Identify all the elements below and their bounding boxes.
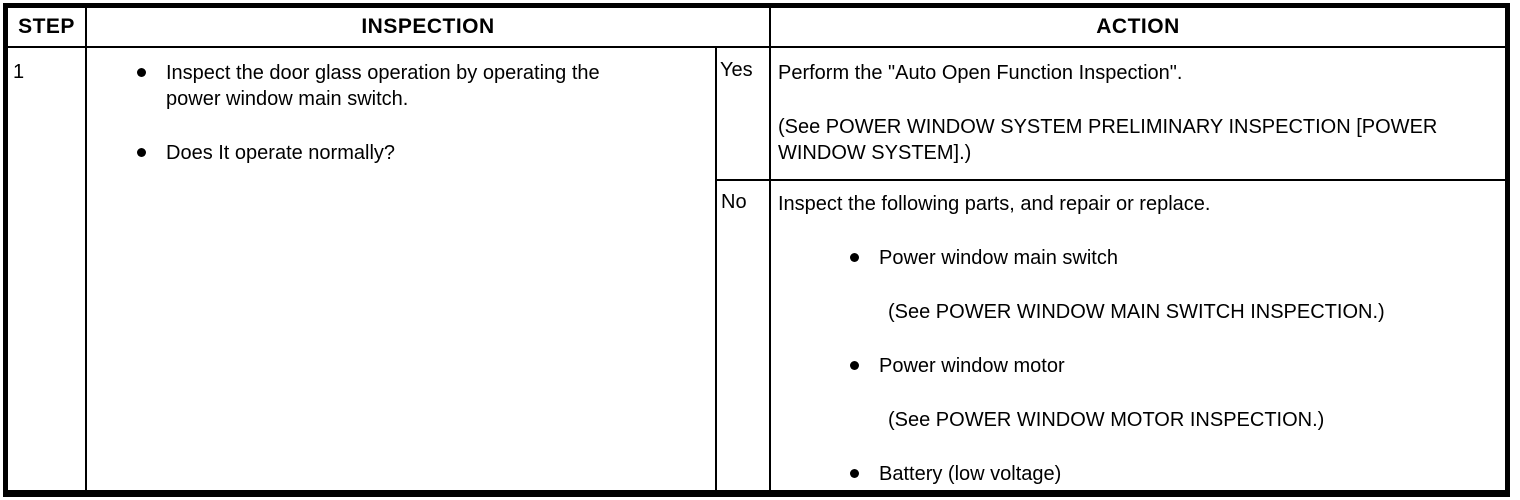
column-header-action-label: ACTION: [1096, 15, 1180, 38]
part-list-item: Power window main switch: [850, 245, 1505, 271]
action-paragraph: Perform the "Auto Open Function Inspecti…: [778, 62, 1183, 84]
inspection-bullet-item: Does It operate normally?: [137, 140, 715, 166]
column-header-inspection: INSPECTION: [85, 8, 769, 48]
troubleshooting-table: STEP INSPECTION ACTION 1 Inspect the doo…: [3, 3, 1510, 497]
inspection-bullet-text: Inspect the door glass operation by oper…: [166, 62, 600, 110]
action-cell-yes: Perform the "Auto Open Function Inspecti…: [769, 48, 1505, 179]
bullet-icon: [137, 148, 146, 157]
part-name: Battery (low voltage): [879, 463, 1062, 485]
action-intro: Inspect the following parts, and repair …: [778, 193, 1211, 215]
column-header-inspection-label: INSPECTION: [361, 15, 495, 38]
part-reference: (See POWER WINDOW MOTOR INSPECTION.): [888, 409, 1325, 431]
part-reference: (See POWER WINDOW MAIN SWITCH INSPECTION…: [888, 301, 1385, 323]
part-list-item: Battery (low voltage): [850, 461, 1505, 487]
inspection-bullet-item: Inspect the door glass operation by oper…: [137, 60, 715, 112]
bullet-icon: [850, 361, 859, 370]
action-reference: (See POWER WINDOW SYSTEM PRELIMINARY INS…: [778, 116, 1438, 164]
column-header-step: STEP: [8, 8, 85, 48]
column-header-action: ACTION: [769, 8, 1505, 48]
part-list-item: Power window motor: [850, 353, 1505, 379]
answer-label-yes: Yes: [720, 59, 753, 81]
action-parts-list: Power window main switch (See POWER WIND…: [850, 245, 1505, 487]
part-name: Power window main switch: [879, 247, 1118, 269]
action-cell-no: Inspect the following parts, and repair …: [769, 179, 1505, 490]
column-header-step-label: STEP: [18, 15, 75, 38]
inspection-cell: Inspect the door glass operation by oper…: [85, 48, 715, 490]
bullet-icon: [850, 253, 859, 262]
answer-cell-no: No: [715, 179, 769, 490]
answer-cell-yes: Yes: [715, 48, 769, 179]
bullet-icon: [137, 68, 146, 77]
part-name: Power window motor: [879, 355, 1065, 377]
step-number: 1: [13, 61, 25, 83]
inspection-bullet-text: Does It operate normally?: [166, 142, 396, 164]
step-number-cell: 1: [8, 48, 85, 490]
answer-label-no: No: [721, 191, 747, 213]
bullet-icon: [850, 469, 859, 478]
